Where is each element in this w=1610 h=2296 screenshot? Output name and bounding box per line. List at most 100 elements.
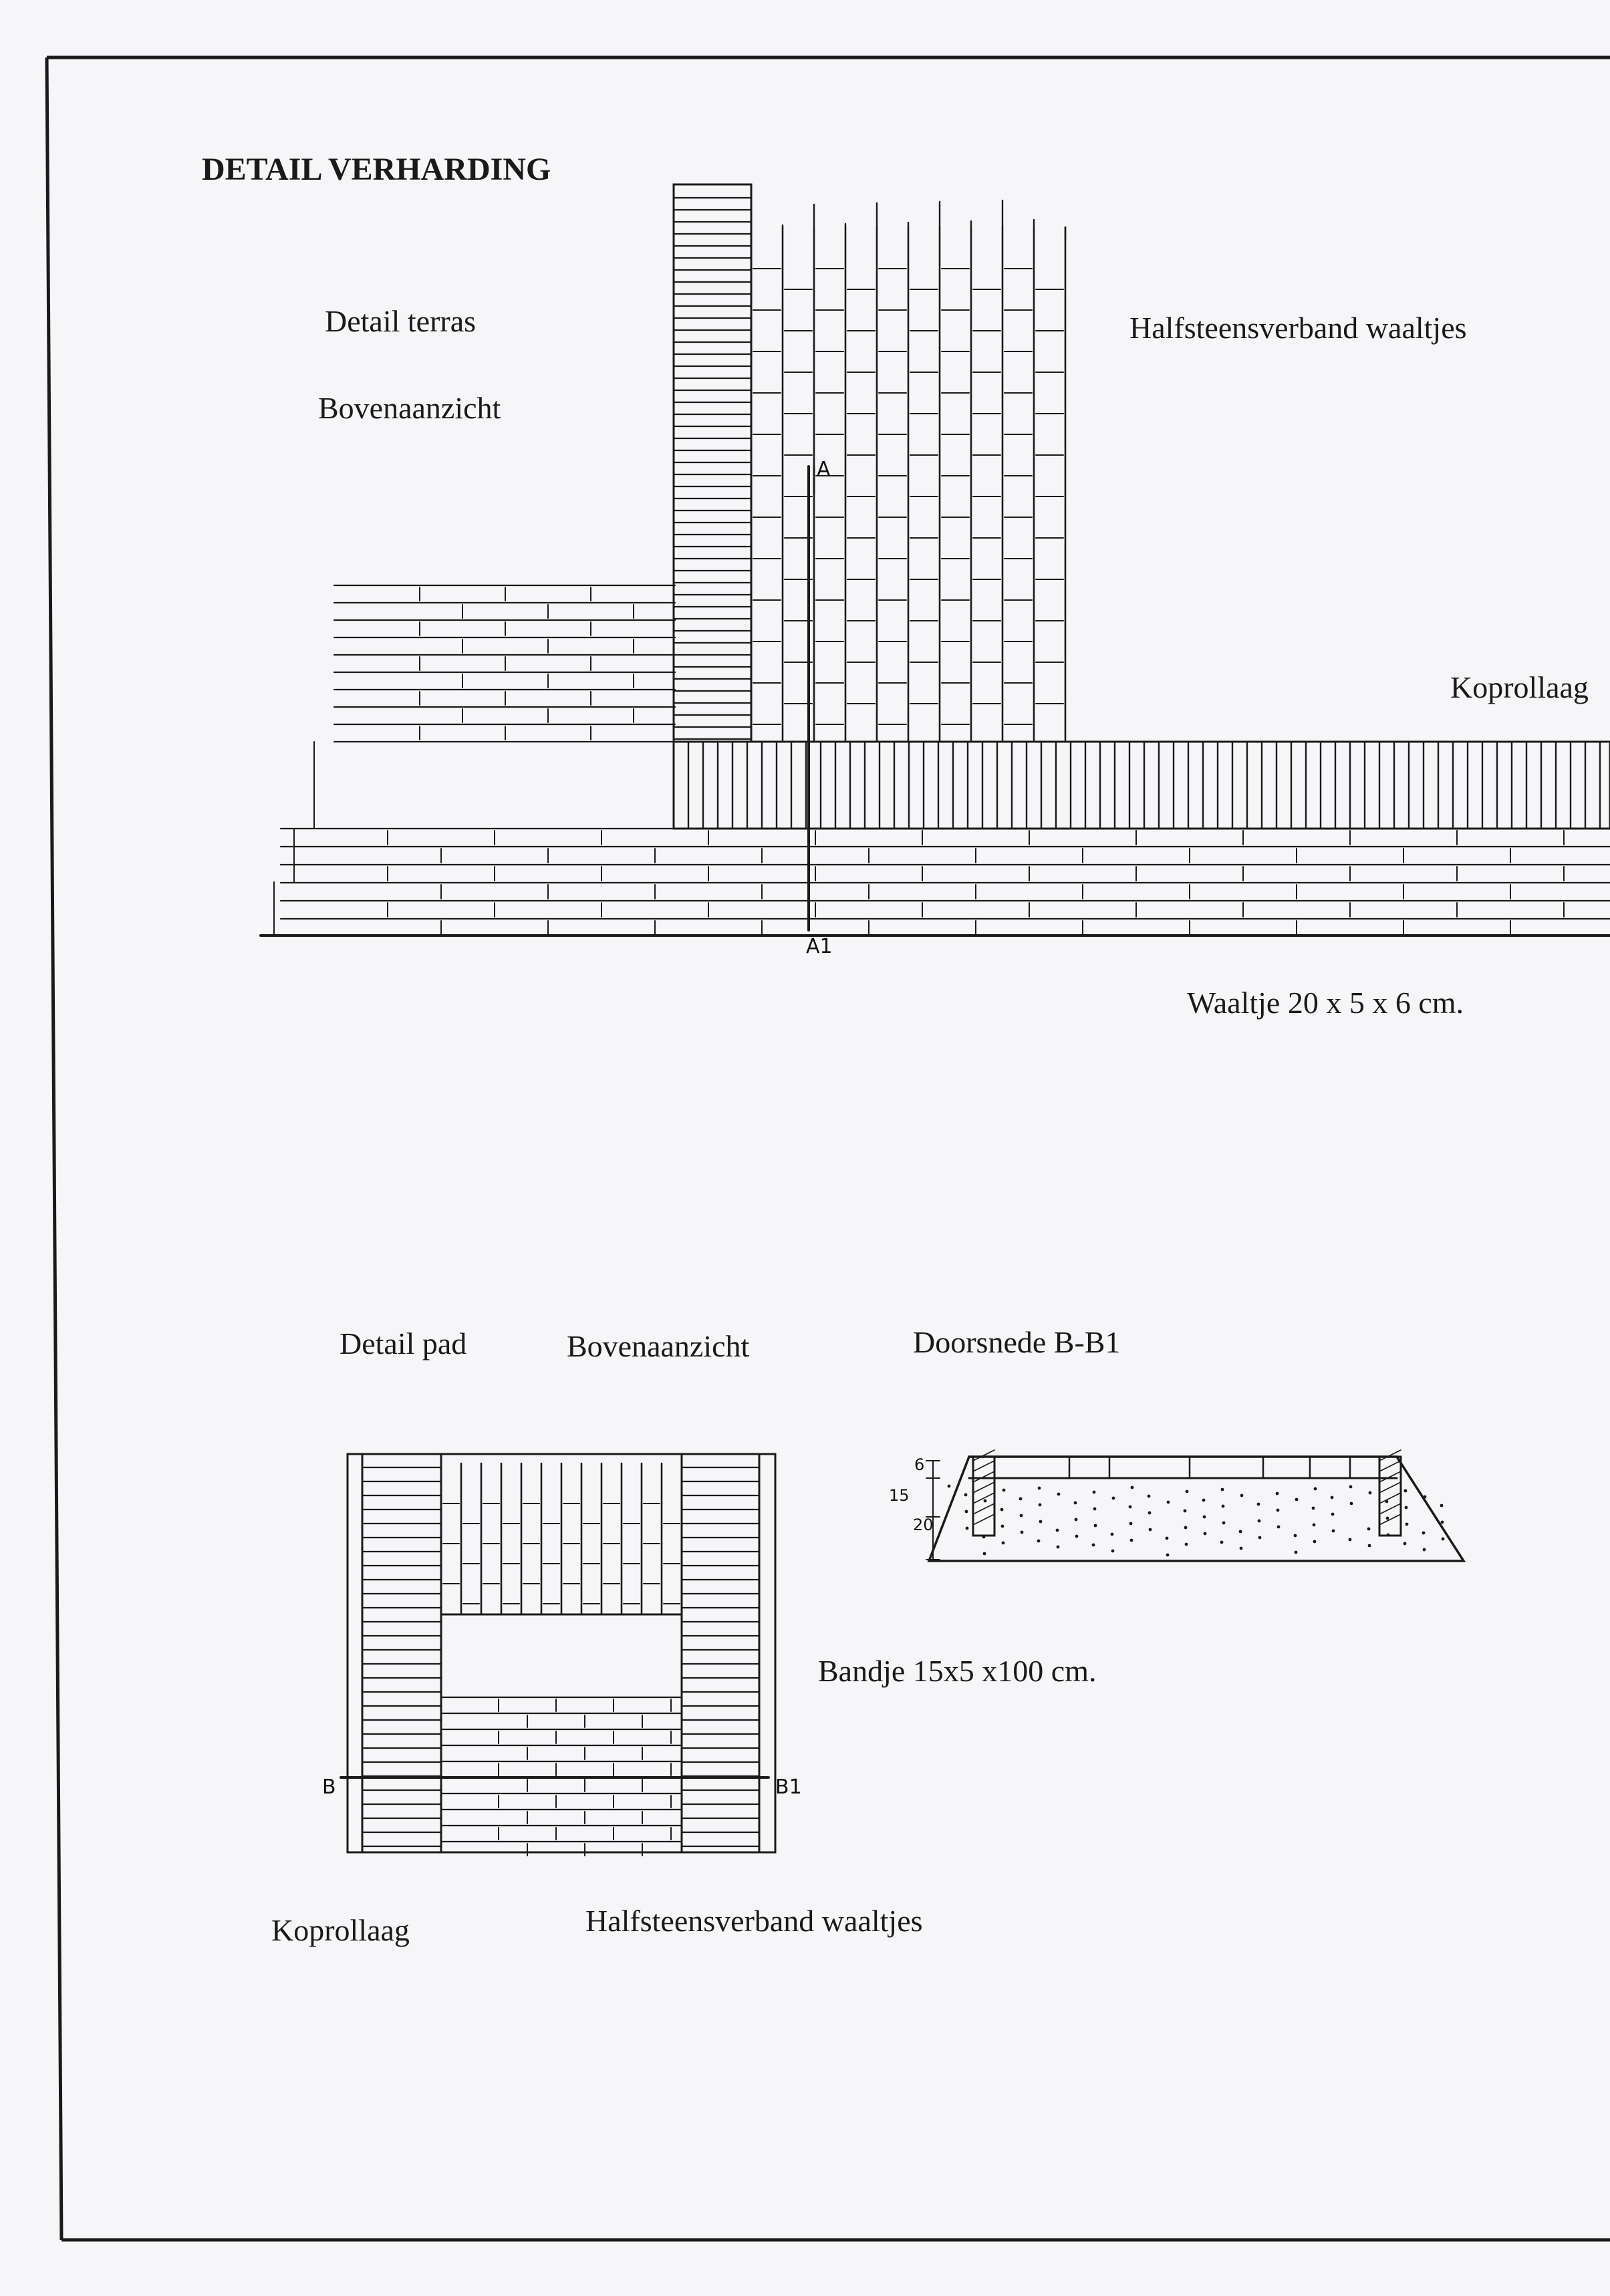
sand-dot — [1275, 1491, 1279, 1495]
sand-dot — [1238, 1530, 1242, 1534]
sand-dot — [1221, 1504, 1225, 1508]
sand-dot — [1239, 1546, 1243, 1550]
sand-dot — [1002, 1488, 1006, 1492]
sand-dot — [1020, 1530, 1024, 1534]
pad-plan-drawing — [340, 1453, 777, 1856]
curb-left-hatch — [972, 1460, 995, 1472]
sand-dot — [1423, 1495, 1427, 1499]
curb-label: Bandje 15x5 x100 cm. — [818, 1654, 1097, 1688]
sand-dot — [1129, 1522, 1133, 1526]
curb-left-hatch — [972, 1514, 995, 1526]
sand-dot — [1184, 1526, 1188, 1530]
sand-dot — [1037, 1539, 1041, 1543]
sand-dot — [1220, 1487, 1224, 1491]
sand-dot — [1312, 1523, 1316, 1527]
curb-left-hatch — [972, 1492, 995, 1504]
sand-dot — [1331, 1512, 1335, 1516]
sand-dot — [1367, 1544, 1371, 1548]
sand-dot — [1147, 1494, 1151, 1498]
sand-dot — [1293, 1534, 1297, 1538]
sand-dot — [1349, 1501, 1353, 1505]
koprollaag-strip-horizontal — [672, 740, 1610, 830]
sand-dot — [1202, 1515, 1206, 1519]
sand-dot — [1111, 1496, 1115, 1500]
sand-dot — [1039, 1520, 1043, 1524]
sand-dot — [983, 1499, 987, 1503]
sand-dot — [1093, 1524, 1097, 1528]
curb-right-hatch — [1379, 1471, 1401, 1483]
sand-dot — [1091, 1543, 1095, 1547]
sand-dot — [1404, 1505, 1408, 1510]
curb-right-hatch — [1379, 1449, 1401, 1461]
sand-dot — [1075, 1534, 1079, 1538]
sand-dot — [965, 1526, 969, 1530]
page-title: DETAIL VERHARDING — [202, 152, 551, 187]
pad-pattern-label: Halfsteensverband waaltjes — [585, 1904, 923, 1938]
sand-dot — [1220, 1540, 1224, 1544]
curb-right-hatch — [1379, 1481, 1401, 1493]
sand-dot — [1038, 1503, 1042, 1507]
sand-dot — [964, 1493, 968, 1497]
sand-dot — [1440, 1520, 1444, 1524]
sand-dot — [1257, 1519, 1261, 1523]
sand-dot — [1349, 1485, 1353, 1489]
sand-dot — [1403, 1542, 1407, 1546]
sand-dot — [1313, 1540, 1317, 1544]
sand-dot — [1386, 1533, 1390, 1537]
sand-dot — [1368, 1491, 1372, 1495]
sand-dot — [1037, 1486, 1041, 1490]
curb-left-hatch — [972, 1503, 995, 1515]
curb-right-hatch — [1379, 1492, 1401, 1504]
sand-dot — [1074, 1518, 1078, 1522]
section-b-end-marker: B1 — [775, 1775, 802, 1799]
sand-dot — [1092, 1490, 1096, 1494]
sand-dot — [1148, 1528, 1152, 1532]
sand-dot — [1277, 1525, 1281, 1529]
sand-dot — [1019, 1514, 1023, 1518]
curb-right-hatch — [1379, 1460, 1401, 1472]
sand-dot — [1256, 1502, 1260, 1506]
curb-right — [1378, 1455, 1402, 1537]
sand-dot — [1294, 1550, 1298, 1554]
sand-bed-outline — [927, 1455, 1466, 1562]
sand-dot — [1203, 1532, 1207, 1536]
sand-dot — [1184, 1542, 1188, 1546]
sand-dot — [1240, 1493, 1244, 1497]
drawing-frame — [45, 55, 1610, 2242]
sand-dot — [1367, 1527, 1371, 1531]
sand-dot — [1403, 1489, 1407, 1493]
sand-dot — [1440, 1503, 1444, 1508]
pad-heading: Detail pad — [340, 1326, 467, 1360]
sand-dot — [1202, 1498, 1206, 1502]
section-a-start-marker: A — [817, 458, 831, 481]
sand-dot — [1093, 1507, 1097, 1511]
sand-dot — [1295, 1497, 1299, 1501]
section-a-end-marker: A1 — [806, 935, 833, 958]
sand-dot — [1276, 1508, 1280, 1512]
sand-dot — [1130, 1485, 1134, 1489]
sand-dot — [1129, 1538, 1133, 1542]
sand-dot — [1331, 1529, 1335, 1533]
sand-dot — [1311, 1506, 1315, 1510]
sand-dot — [1441, 1537, 1445, 1541]
pad-edge-label: Koprollaag — [271, 1913, 410, 1947]
curb-left-hatch — [972, 1471, 995, 1483]
sand-dot — [1000, 1524, 1004, 1528]
sand-dot — [1385, 1516, 1389, 1520]
terras-pattern-label: Halfsteensverband waaltjes — [1129, 311, 1467, 345]
dim-bottom: 20 — [913, 1516, 934, 1534]
sand-dot — [1001, 1541, 1005, 1545]
sand-dot — [1055, 1528, 1059, 1532]
terras-heading: Detail terras — [325, 304, 477, 338]
curb-right-hatch — [1379, 1503, 1401, 1515]
pad-outline — [346, 1453, 777, 1854]
terras-brick-label: Waaltje 20 x 5 x 6 cm. — [1187, 986, 1464, 1020]
sand-dot — [1000, 1508, 1004, 1512]
sand-dot — [1056, 1545, 1060, 1549]
sand-dot — [982, 1552, 986, 1556]
sand-dot — [1222, 1521, 1226, 1525]
sand-dot — [1258, 1536, 1262, 1540]
sand-dot — [1128, 1505, 1132, 1509]
sand-dot — [1111, 1549, 1115, 1553]
